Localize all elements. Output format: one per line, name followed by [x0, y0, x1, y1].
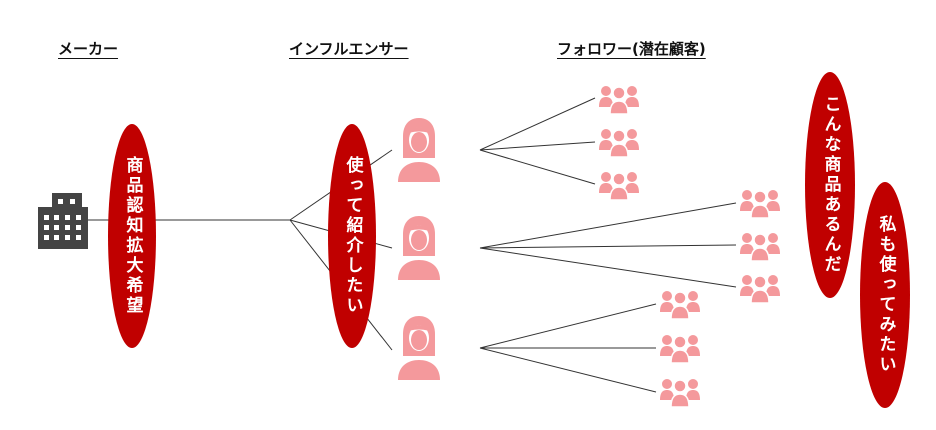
- group-icon: [660, 335, 700, 364]
- connector-line: [479, 247, 737, 288]
- group-icon: [599, 172, 639, 201]
- connector-line: [479, 141, 596, 151]
- header-follower: フォロワー(潜在顧客): [557, 40, 706, 58]
- woman-icon: [398, 118, 440, 182]
- woman-icon: [398, 216, 440, 280]
- group-icon: [660, 291, 700, 320]
- follower-bubble-1: こんな商品あるんだ: [805, 72, 855, 298]
- follower-bubble-1-text: こんな商品あるんだ: [820, 95, 841, 275]
- group-icon: [599, 86, 639, 115]
- header-maker: メーカー: [58, 40, 119, 58]
- influencer-bubble: 使って紹介したい: [328, 124, 376, 348]
- connector-line: [479, 303, 657, 349]
- connector-line: [479, 97, 596, 151]
- influencer-bubble-text: 使って紹介したい: [342, 156, 363, 316]
- group-icon: [740, 233, 780, 262]
- maker-bubble: 商品認知拡大希望: [108, 124, 156, 348]
- woman-icon: [398, 316, 440, 380]
- group-icon: [660, 379, 700, 408]
- connector-line: [479, 244, 737, 249]
- follower-bubble-2-text: 私も使ってみたい: [875, 215, 896, 375]
- maker-bubble-text: 商品認知拡大希望: [122, 156, 143, 316]
- group-icon: [599, 129, 639, 158]
- building-icon: [38, 193, 88, 249]
- group-icon: [740, 275, 780, 304]
- connector-line: [479, 202, 737, 249]
- connector-line: [479, 149, 596, 185]
- group-icon: [740, 190, 780, 219]
- follower-bubble-2: 私も使ってみたい: [860, 182, 910, 408]
- header-influencer: インフルエンサー: [289, 40, 409, 58]
- connector-line: [479, 347, 657, 393]
